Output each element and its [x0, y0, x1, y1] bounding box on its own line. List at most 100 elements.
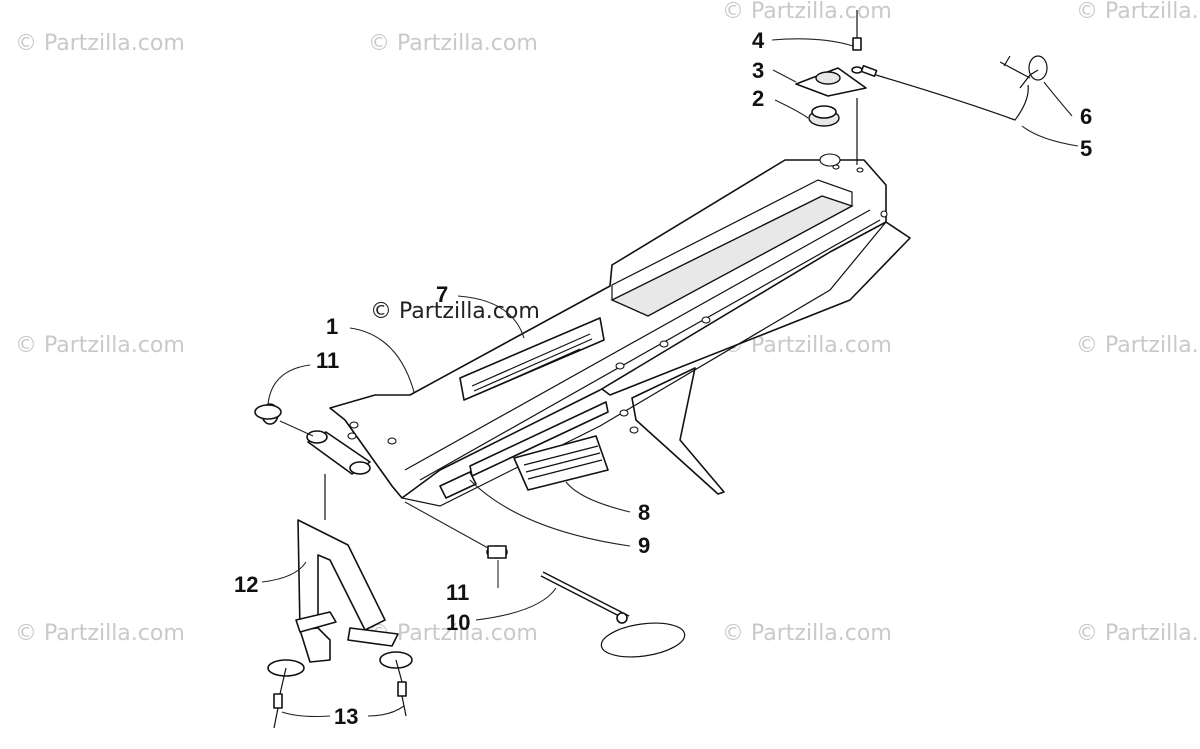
leader-5: [1021, 125, 1079, 147]
tether-end: [860, 64, 878, 78]
assembly-axis: [279, 667, 287, 695]
grommet-part: [808, 105, 840, 127]
bracket-foot: [299, 627, 331, 663]
decal-text-line: [475, 348, 581, 396]
channel-line: [404, 209, 871, 471]
pin-head: [852, 37, 862, 51]
leader-6: [1043, 81, 1073, 117]
hole: [347, 432, 357, 440]
watermark: © Partzilla.com: [15, 621, 185, 646]
watermark: © Partzilla.com: [15, 31, 185, 56]
tether-part: [860, 55, 1048, 121]
rivet-head: [397, 681, 407, 697]
callout-1: 1: [326, 314, 338, 339]
watermark: © Partzilla.com: [368, 31, 538, 56]
decal-warning-part: [459, 317, 605, 401]
watermark: © Partzilla.com: [722, 0, 892, 24]
copyright-mark: © Partzilla.com: [370, 299, 540, 324]
lock-pin-ring: [600, 622, 686, 658]
callout-10: 10: [446, 610, 470, 635]
callout-11: 11: [316, 348, 339, 373]
rivet-head: [273, 693, 283, 709]
decal-text-line: [471, 333, 591, 387]
leader-10: [475, 587, 557, 621]
watermark: © Partzilla.com: [1076, 621, 1200, 646]
decal-text-line: [473, 338, 593, 392]
hole: [880, 210, 888, 218]
leader-line: [279, 420, 314, 437]
hole: [349, 421, 359, 429]
grommet-hole: [819, 153, 841, 167]
callout-7: 7: [436, 282, 448, 307]
leader-13a: [281, 711, 331, 718]
callout-4: 4: [752, 28, 765, 53]
callout-6: 6: [1080, 104, 1092, 129]
lock-pin-part: [540, 571, 686, 658]
hole: [387, 437, 397, 445]
callout-3: 3: [752, 58, 764, 83]
bushing-part: [486, 545, 508, 559]
lock-pin-eye: [616, 612, 628, 624]
callout-8: 8: [638, 500, 650, 525]
leader-13b: [367, 705, 405, 717]
hole: [659, 340, 669, 348]
callout-9: 9: [638, 533, 650, 558]
rivet-part: [267, 651, 413, 729]
plate-boss: [815, 71, 841, 85]
channel-line: [419, 219, 881, 481]
watermark: © Partzilla.com: [722, 621, 892, 646]
callout-11: 11: [446, 580, 469, 605]
plate-part: [795, 67, 867, 97]
decal-logo: [439, 471, 477, 499]
decal-label-line: [525, 452, 601, 473]
callout-13: 13: [334, 704, 358, 729]
hole: [619, 409, 629, 417]
grommet-top: [811, 105, 837, 119]
watermark: © Partzilla.com: [15, 333, 185, 358]
hole: [856, 167, 864, 173]
callout-12: 12: [234, 572, 258, 597]
decal-label-line: [527, 459, 603, 480]
assembly-axis: [395, 659, 403, 683]
leader-7: [457, 295, 525, 339]
bushing-body: [487, 545, 507, 559]
decal-strip: [469, 401, 609, 477]
leader-9: [469, 479, 631, 547]
decal-label-line: [523, 445, 599, 466]
hinge-end: [349, 461, 371, 475]
decal-label-part: [513, 435, 609, 491]
mounting-holes: [347, 153, 888, 445]
bushing-part: [254, 403, 282, 425]
lock-pin-shaft-inner: [541, 572, 629, 620]
left-edge: [344, 419, 393, 487]
clip-ring: [1028, 55, 1048, 81]
watermark: © Partzilla.com: [1076, 0, 1200, 24]
tether-cable: [875, 74, 1029, 121]
raised-pad-edge: [611, 179, 853, 300]
leader-lines: [261, 38, 1079, 718]
rivet-shank: [273, 707, 279, 729]
callout-5: 5: [1080, 136, 1092, 161]
callouts: 1 2 3 4 5 6 7 8 9 10 11 11 12 13: [234, 28, 1092, 729]
callout-2: 2: [752, 86, 764, 111]
pin-washer: [851, 66, 863, 74]
leader-2: [774, 99, 809, 119]
bracket-foot-left: [295, 611, 337, 633]
watermark: © Partzilla.com: [1076, 333, 1200, 358]
hinge-end: [306, 430, 328, 444]
leader-8: [565, 481, 631, 513]
bushing-rim: [254, 404, 282, 420]
clip-leg: [999, 55, 1031, 79]
stand-bracket-part: [295, 474, 399, 663]
bracket-foot-right: [347, 627, 399, 647]
hole: [615, 362, 625, 370]
main-panel-part: [306, 153, 911, 507]
decal-strip-part: [439, 401, 609, 499]
leader-11a: [267, 364, 311, 405]
side-fin: [631, 367, 725, 495]
leader-12: [261, 561, 307, 583]
leader-3: [772, 69, 797, 83]
hole: [629, 426, 639, 434]
